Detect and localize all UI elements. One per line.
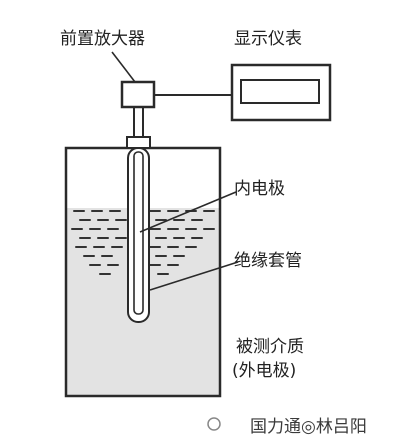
leader-inner-electrode [139, 191, 237, 233]
preamplifier-box [120, 80, 156, 109]
probe-flange [126, 136, 151, 149]
label-inner-electrode: 内电极 [234, 179, 285, 199]
label-insulating-sleeve: 绝缘套管 [234, 251, 302, 271]
label-outer-electrode: (外电极) [232, 361, 296, 381]
inner-electrode [133, 151, 144, 315]
leader-preamplifier [111, 51, 136, 83]
watermark: 国力通◎林吕阳 [207, 417, 367, 437]
label-preamplifier: 前置放大器 [60, 29, 145, 49]
watermark-text: 国力通◎林吕阳 [250, 417, 367, 437]
leader-insulating-sleeve [149, 261, 239, 291]
leader-lines [111, 51, 239, 291]
watermark-logo-icon [207, 417, 221, 431]
display-screen [240, 79, 320, 104]
label-display-instrument: 显示仪表 [234, 29, 302, 49]
liquid-surface-waves [71, 210, 215, 275]
label-measured-medium: 被测介质 [236, 337, 304, 357]
